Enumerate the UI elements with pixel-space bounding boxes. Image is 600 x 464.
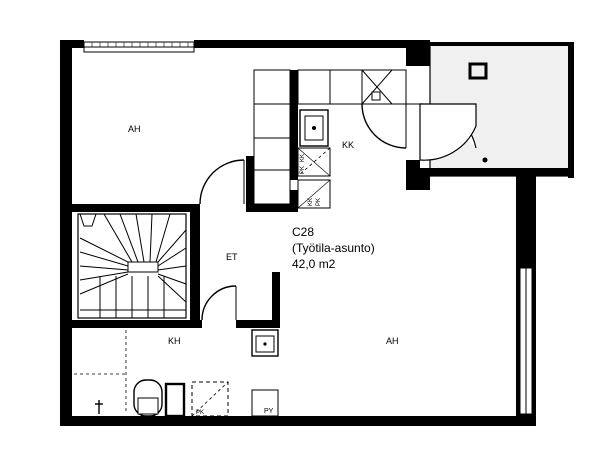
fixture-label-pk-bath: PK [196, 410, 204, 416]
unit-code: C28 [292, 225, 314, 239]
utility-cabinet-lower [297, 179, 331, 209]
staircase [77, 213, 187, 319]
balcony-fixture-icon [468, 62, 488, 80]
shower-cabinet [164, 381, 229, 418]
kitchen-sink [299, 109, 329, 147]
room-label-ah-lower: AH [386, 336, 399, 346]
kitchen-counter [253, 69, 407, 205]
top-window [83, 41, 195, 53]
room-label-et: ET [226, 252, 238, 262]
balcony-door [361, 103, 477, 161]
unit-type: (Työtila-asunto) [292, 241, 375, 255]
unit-area: 42,0 m2 [292, 257, 336, 271]
right-window [519, 267, 533, 415]
toilet-icon [133, 379, 163, 417]
interior-walls [72, 70, 298, 328]
fixture-label-kk-lower: KK [308, 198, 314, 206]
bathroom-guides [74, 330, 127, 414]
room-label-kk: KK [342, 140, 354, 150]
floor-drain-icon [95, 400, 103, 414]
door-kh [201, 285, 237, 321]
room-label-ah-upper: AH [128, 124, 141, 134]
fixture-label-kk-upper: KK [300, 154, 306, 162]
bathroom-sink [251, 329, 279, 357]
balcony-drain-icon [482, 157, 488, 163]
fixture-label-pk-lower: PK [316, 198, 322, 206]
fixture-label-py: PY [264, 408, 274, 415]
utility-cabinet-upper [297, 147, 331, 177]
door-upper-ah [199, 159, 245, 205]
room-label-kh: KH [168, 336, 181, 346]
fixture-label-pk-upper: PK [300, 166, 306, 174]
py-cabinet [251, 389, 279, 417]
